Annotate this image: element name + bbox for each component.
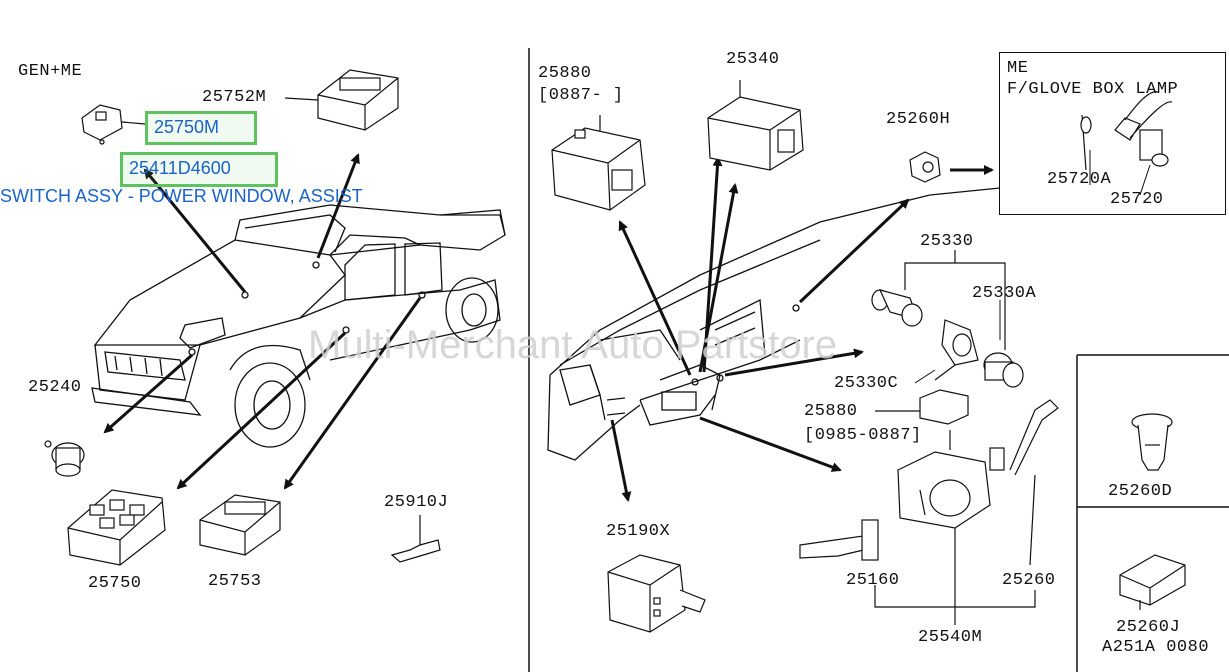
inset-variant: ME <box>1007 59 1029 78</box>
highlight-oem-number: 25411D4600 <box>129 158 231 178</box>
part-label-25720A[interactable]: 25720A <box>1047 170 1112 189</box>
part-range-25880-a: [0887- ] <box>538 86 624 105</box>
part-label-25260D[interactable]: 25260D <box>1108 482 1173 501</box>
part-25750-icon <box>67 489 166 566</box>
part-25540M-icon <box>799 399 1059 625</box>
part-25750M-icon <box>81 104 146 145</box>
part-25240-icon <box>44 440 85 477</box>
part-label-25880-b[interactable]: 25880 <box>804 402 858 421</box>
part-label-25753[interactable]: 25753 <box>208 572 262 591</box>
part-label-25540M[interactable]: 25540M <box>918 628 983 647</box>
part-25880-relay-icon <box>875 389 969 425</box>
part-label-25330A[interactable]: 25330A <box>972 284 1037 303</box>
part-25753-icon <box>199 494 281 556</box>
drawing-code: A251A 0080 <box>1102 638 1210 657</box>
inset-glovebox-lamp <box>999 52 1226 215</box>
part-label-25752M[interactable]: 25752M <box>202 88 267 107</box>
part-label-25240[interactable]: 25240 <box>28 378 82 397</box>
part-label-25260H[interactable]: 25260H <box>886 110 951 129</box>
part-25752M-icon <box>284 69 399 131</box>
part-label-25330[interactable]: 25330 <box>920 232 974 251</box>
part-label-25260J[interactable]: 25260J <box>1116 618 1181 637</box>
callout-arrows-middle <box>610 156 994 502</box>
part-25720-icon <box>1080 91 1173 171</box>
part-25260H-icon <box>909 151 941 183</box>
part-label-25160[interactable]: 25160 <box>846 571 900 590</box>
part-25910J-icon <box>390 515 441 563</box>
highlight-part-box[interactable]: 25750M <box>145 111 257 145</box>
part-label-25260[interactable]: 25260 <box>1002 571 1056 590</box>
highlight-description: SWITCH ASSY - POWER WINDOW, ASSIST <box>0 186 363 206</box>
part-range-25880-b: [0985-0887] <box>804 426 922 445</box>
watermark: Multi-Merchant Auto Partstore <box>308 323 838 367</box>
part-label-25340[interactable]: 25340 <box>726 50 780 69</box>
variant-label: GEN+ME <box>18 62 83 81</box>
callout-arrows-left <box>103 153 422 490</box>
part-label-25330C[interactable]: 25330C <box>834 374 899 393</box>
part-25330-icon <box>871 250 1024 388</box>
part-25190X-icon <box>607 554 706 633</box>
highlight-oem-box[interactable]: 25411D4600 <box>120 152 278 187</box>
leader-lines <box>914 150 1151 384</box>
truck-illustration <box>91 204 506 448</box>
inset-title: F/GLOVE BOX LAMP <box>1007 80 1179 99</box>
part-25340-icon <box>707 80 804 171</box>
part-label-25190X[interactable]: 25190X <box>606 522 671 541</box>
part-25260D-icon <box>1131 413 1173 471</box>
part-25880-switch-icon <box>551 115 646 211</box>
highlight-part-number: 25750M <box>154 117 220 137</box>
part-label-25880-a[interactable]: 25880 <box>538 64 592 83</box>
part-label-25910J[interactable]: 25910J <box>384 493 449 512</box>
part-label-25750[interactable]: 25750 <box>88 574 142 593</box>
part-label-25720[interactable]: 25720 <box>1110 190 1164 209</box>
part-25260J-icon <box>1119 554 1186 610</box>
